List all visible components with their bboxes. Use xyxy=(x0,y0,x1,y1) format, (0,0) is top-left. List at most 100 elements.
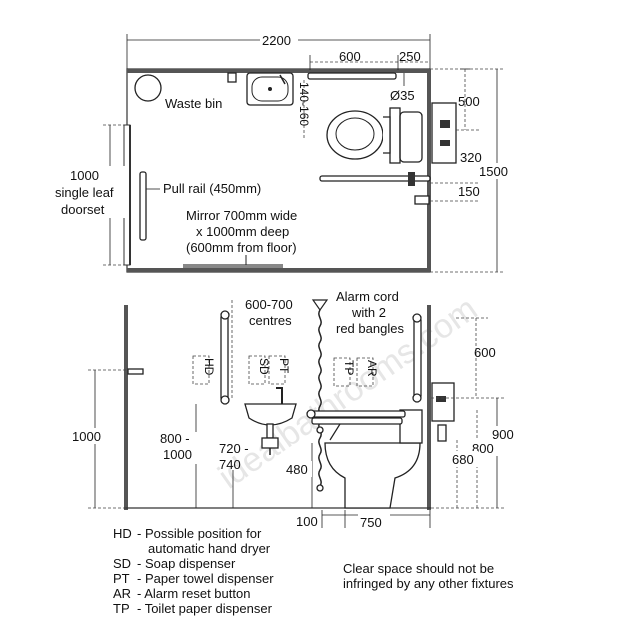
elev-drop-rail-icon xyxy=(309,410,406,418)
dim-720-label-line2: 740 xyxy=(219,457,241,472)
elev-tap-icon xyxy=(276,387,283,404)
waste-bin-label: Waste bin xyxy=(165,96,222,111)
elev-drop-rail-leg xyxy=(329,423,341,441)
elev-right-rail-top xyxy=(412,313,422,323)
dim-140-160-label: 140-160 xyxy=(297,82,311,126)
elev-toilet-icon xyxy=(324,442,421,509)
waste-bin-icon xyxy=(134,74,162,102)
legend-text-3: - Paper towel dispenser xyxy=(137,571,274,586)
elev-right-rail-bottom xyxy=(412,393,422,403)
dim-800-label-line2: 1000 xyxy=(163,447,192,462)
elev-toilet-cistern xyxy=(399,409,423,444)
dim-2200-bg xyxy=(260,31,298,47)
pt-box xyxy=(268,355,286,385)
elev-vertical-rail-icon xyxy=(220,314,229,401)
alarm-label-line1: Alarm cord xyxy=(336,289,399,304)
legend: HD - Possible position for automatic han… xyxy=(113,526,274,616)
alarm-pull-icon xyxy=(311,299,329,312)
legend-code-2: SD xyxy=(113,556,131,571)
note-line2: infringed by any other fixtures xyxy=(343,576,514,591)
door-label-line1: single leaf xyxy=(55,185,114,200)
pt-label: PT xyxy=(277,358,291,374)
hd-label: HD xyxy=(202,358,216,376)
elev-hand-dryer-detail xyxy=(436,396,446,402)
note-line1: Clear space should not be xyxy=(343,561,494,576)
plan-dispenser-icon xyxy=(227,72,237,83)
dim-2200-label: 2200 xyxy=(262,33,291,48)
elev-rail-bottom-bracket xyxy=(220,395,230,405)
dim-800-bg xyxy=(157,432,199,464)
dim-800-label-line1: 800 - xyxy=(160,431,190,446)
dim-600-label: 600 xyxy=(339,49,361,64)
plan-hand-dryer-icon xyxy=(431,102,457,164)
plan-pull-rail-icon xyxy=(139,171,147,241)
alarm-label-line3: red bangles xyxy=(336,321,404,336)
plan-drop-down-rail xyxy=(399,111,423,163)
elev-door-handle xyxy=(127,368,144,375)
dim-1500-label: 1500 xyxy=(479,164,508,179)
dim-900-bg xyxy=(490,426,520,442)
dim-750-bg xyxy=(358,514,390,530)
dim-600-right-label: 600 xyxy=(474,345,496,360)
sd-box xyxy=(248,355,266,385)
dim-250-label: 250 xyxy=(399,49,421,64)
plan-mirror-icon xyxy=(183,264,283,268)
centres-label-line2: centres xyxy=(249,313,292,328)
plan-right-wall xyxy=(427,69,431,272)
elev-rail-top-bracket xyxy=(220,310,230,320)
alarm-bangle-lower xyxy=(316,484,324,492)
elev-basin-trap xyxy=(266,423,274,439)
alarm-bangle-upper xyxy=(316,426,324,434)
plan-tap-icon xyxy=(279,74,286,85)
elev-basin-pipe xyxy=(261,437,279,449)
sd-label: SD xyxy=(257,358,271,375)
dim-elev-1000-bg xyxy=(70,428,106,444)
ar-box xyxy=(356,357,374,387)
plan-hand-dryer-detail xyxy=(440,120,450,128)
dim-320-label: 320 xyxy=(460,150,482,165)
mirror-label-line3: (600mm from floor) xyxy=(186,240,297,255)
plan-top-grab-rail xyxy=(307,72,397,80)
dim-720-label-line1: 720 - xyxy=(219,441,249,456)
mirror-label-line2: x 1000mm deep xyxy=(196,224,289,239)
legend-text-5: - Toilet paper dispenser xyxy=(137,601,273,616)
door-label-bg xyxy=(52,166,126,218)
plan-toilet-back xyxy=(383,116,391,154)
elev-left-wall xyxy=(124,305,128,510)
elev-drop-rail-end xyxy=(306,409,316,419)
elev-drop-rail-lower xyxy=(311,417,403,425)
alarm-label-line2: with 2 xyxy=(351,305,386,320)
plan-hand-dryer-detail-2 xyxy=(440,140,450,146)
plan-view: 2200 600 250 Waste bin 140-160 Ø35 xyxy=(52,31,514,273)
legend-code-4: AR xyxy=(113,586,131,601)
legend-code-5: TP xyxy=(113,601,130,616)
dim-1500-bg xyxy=(478,163,514,179)
dim-150-label: 150 xyxy=(458,184,480,199)
dim-680-label: 680 xyxy=(452,452,474,467)
plan-rail-bracket xyxy=(408,172,415,186)
dim-500-label: 500 xyxy=(458,94,480,109)
tp-label: TP xyxy=(342,360,356,375)
legend-text-0: - Possible position for xyxy=(137,526,262,541)
legend-text-2: - Soap dispenser xyxy=(137,556,236,571)
legend-text-1: automatic hand dryer xyxy=(148,541,271,556)
elevation-view: 1000 600-700 centres HD SD PT 800 - 1000… xyxy=(70,289,520,530)
elev-toilet-paper-icon xyxy=(437,424,447,442)
dim-480-label: 480 xyxy=(286,462,308,477)
ar-label: AR xyxy=(365,360,379,377)
plan-toilet-seat xyxy=(335,117,375,151)
elev-right-wall xyxy=(427,305,431,510)
legend-text-4: - Alarm reset button xyxy=(137,586,250,601)
legend-code-3: PT xyxy=(113,571,130,586)
dim-100-label: 100 xyxy=(296,514,318,529)
rail-diameter-label: Ø35 xyxy=(390,88,415,103)
plan-toilet-cistern xyxy=(389,107,401,164)
plan-top-wall xyxy=(127,69,430,73)
elev-right-vertical-rail xyxy=(413,317,422,399)
dim-480-bg xyxy=(284,461,312,477)
dim-750-label: 750 xyxy=(360,515,382,530)
alarm-cord xyxy=(318,309,322,487)
centres-label-line1: 600-700 xyxy=(245,297,293,312)
mirror-label-line1: Mirror 700mm wide xyxy=(186,208,297,223)
